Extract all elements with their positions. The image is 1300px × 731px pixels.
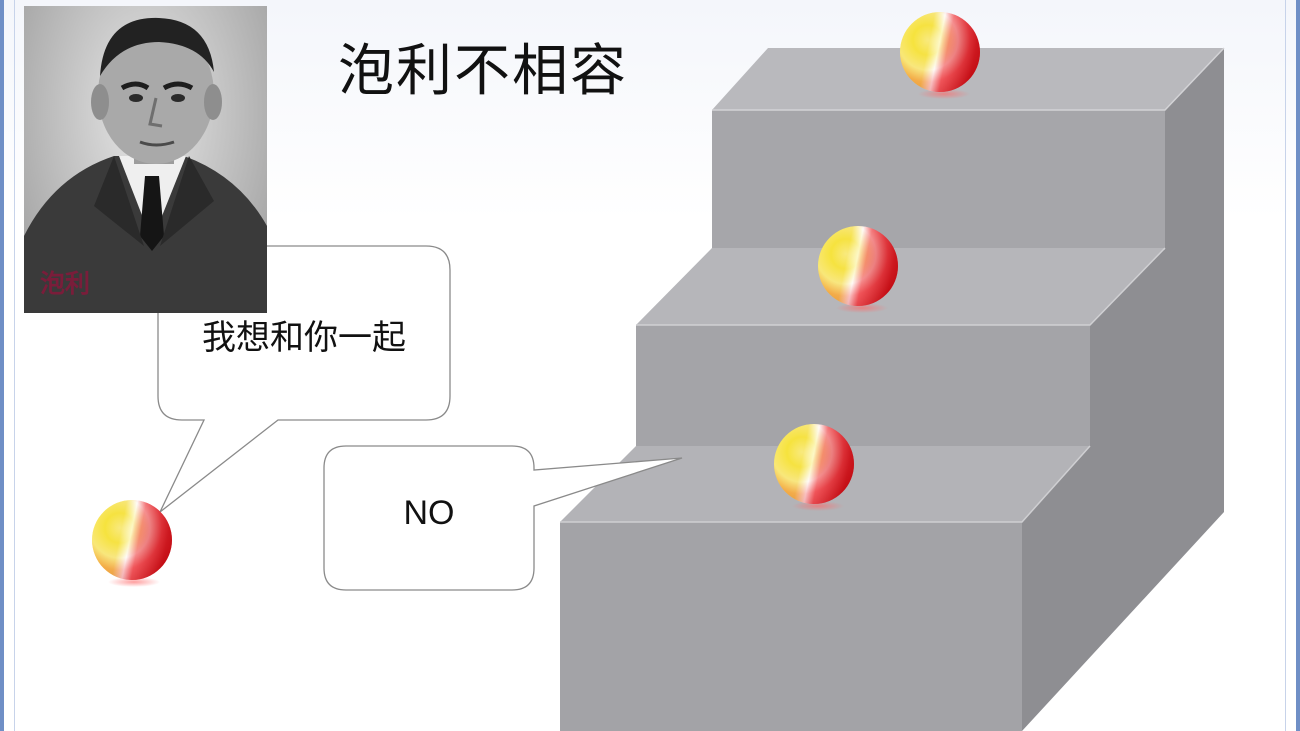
speech-bubble-2-text: NO — [403, 494, 455, 532]
speech-bubble-2 — [323, 445, 683, 591]
step-middle-riser — [636, 325, 1090, 447]
frame-inner-line-right — [1285, 0, 1286, 731]
ball-top — [900, 12, 980, 99]
portrait-illustration — [24, 17, 267, 313]
slide-title: 泡利不相容 — [338, 39, 628, 104]
ball-middle — [818, 226, 898, 313]
step-bottom-riser — [560, 522, 1022, 731]
step-middle-tread — [636, 248, 1165, 325]
step-top-riser — [712, 110, 1165, 250]
pauli-portrait: 泡利 — [24, 6, 267, 313]
ball-bottom — [774, 424, 854, 511]
staircase-side — [1022, 48, 1224, 731]
ball-floor — [92, 500, 172, 587]
speech-bubble-1-text: 我想和你一起 — [202, 318, 406, 358]
frame-inner-line-left — [14, 0, 15, 731]
portrait-caption: 泡利 — [40, 269, 91, 298]
